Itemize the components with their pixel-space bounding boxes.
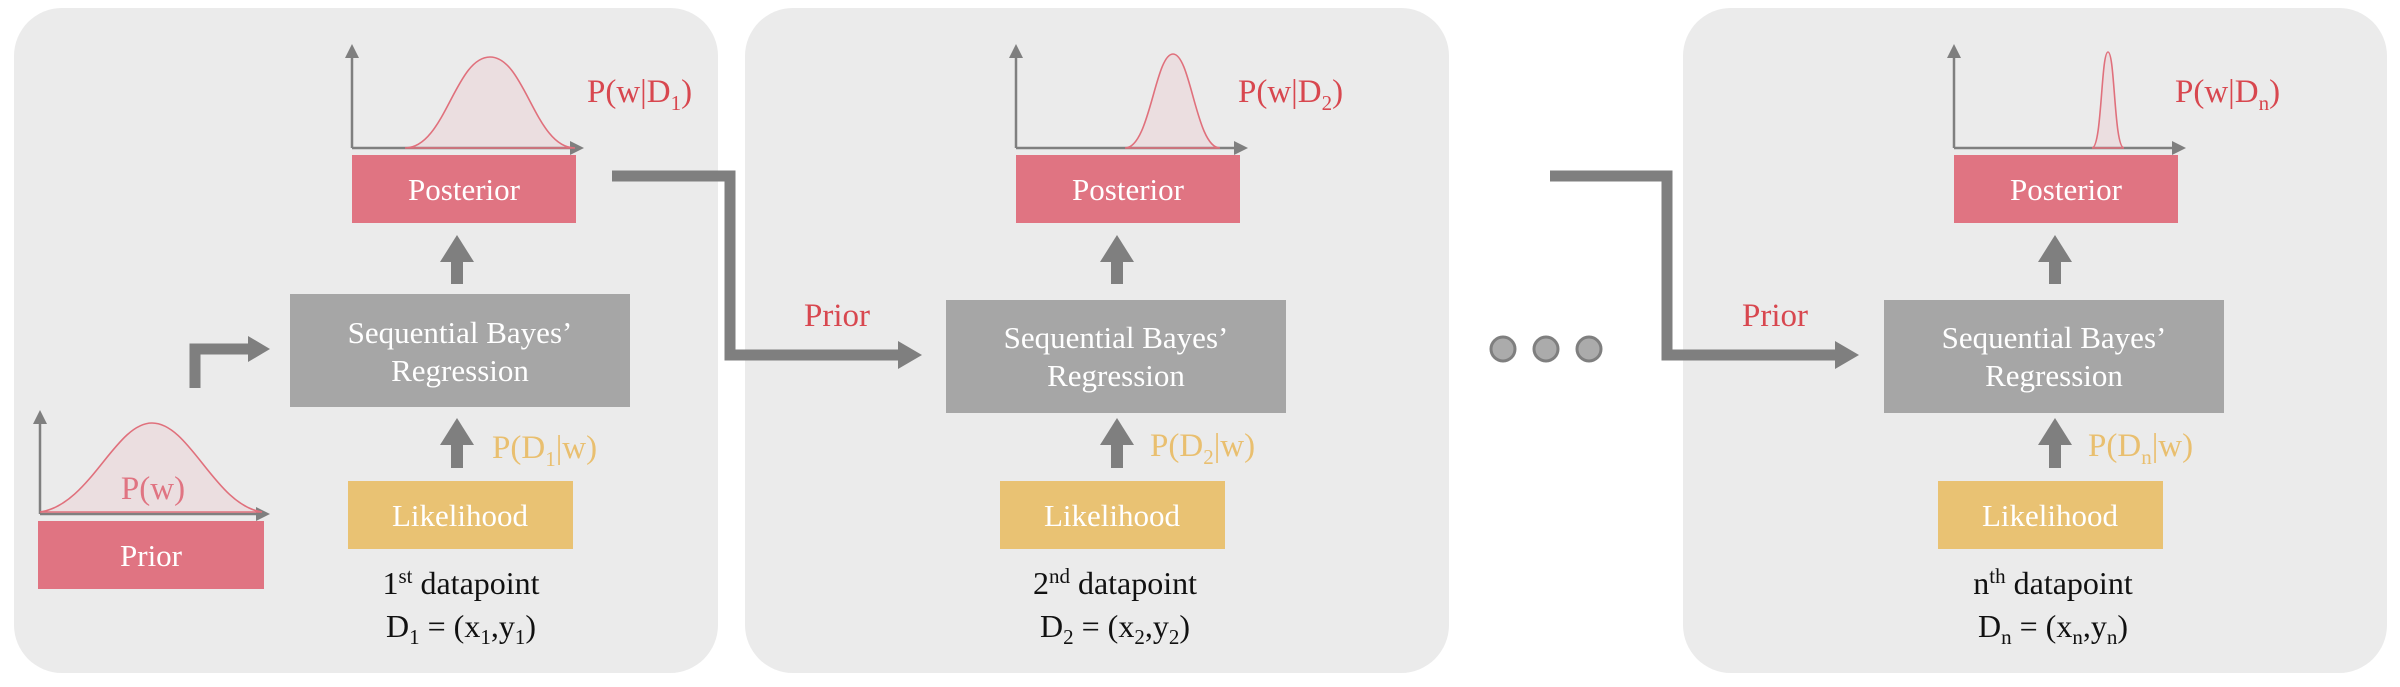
up-arrow-2a <box>1100 235 1134 284</box>
ellipsis-dots <box>1489 335 1603 363</box>
up-arrow-nb <box>2038 418 2072 468</box>
bayes-line2-1: Regression <box>391 353 529 388</box>
posterior-box-label-1: Posterior <box>408 172 521 207</box>
posterior-curve-1 <box>404 56 576 149</box>
datapoint-title-2: 2nd datapoint <box>1033 564 1197 601</box>
prior-curve-1 <box>39 422 263 513</box>
datapoint-formula-n: Dn = (xn,yn) <box>1978 608 2128 649</box>
posterior-box-label-n: Posterior <box>2010 172 2123 207</box>
posterior-box-1 <box>352 155 576 223</box>
posterior-plot-1 <box>345 44 584 155</box>
posterior-label-2: P(w|D2) <box>1238 74 1343 115</box>
posterior-label-1: P(w|D1) <box>587 74 692 115</box>
bayes-line1-2: Sequential Bayes’ <box>1004 320 1229 355</box>
likelihood-box-1 <box>348 481 573 549</box>
datapoint-title-n: nth datapoint <box>1973 564 2133 601</box>
prior-curve-label-1: P(w) <box>121 471 185 507</box>
posterior-to-prior-arrow-1 <box>612 170 922 369</box>
posterior-plot-n <box>1947 44 2186 155</box>
datapoint-title-1: 1st datapoint <box>382 564 539 601</box>
bayes-box-2 <box>946 300 1286 413</box>
prior-box-label-1: Prior <box>120 538 183 573</box>
posterior-plot-2 <box>1009 44 1248 155</box>
likelihood-box-n <box>1938 481 2163 549</box>
bayes-box-1 <box>290 294 630 407</box>
datapoint-formula-1: D1 = (x1,y1) <box>386 608 536 649</box>
posterior-box-n <box>1954 155 2178 223</box>
up-arrow-1a <box>440 235 474 284</box>
posterior-curve-2 <box>1124 53 1221 149</box>
prior-to-bayes-arrow-1 <box>189 336 270 388</box>
up-arrow-1b <box>440 418 474 468</box>
datapoint-formula-2: D2 = (x2,y2) <box>1040 608 1190 649</box>
likelihood-label-1: P(D1|w) <box>492 430 597 471</box>
bayes-line1-n: Sequential Bayes’ <box>1942 320 2167 355</box>
likelihood-box-label-n: Likelihood <box>1982 498 2119 533</box>
bayes-line2-2: Regression <box>1047 358 1185 393</box>
posterior-box-label-2: Posterior <box>1072 172 1185 207</box>
posterior-box-2 <box>1016 155 1240 223</box>
likelihood-label-2: P(D2|w) <box>1150 428 1255 469</box>
bayes-line2-n: Regression <box>1985 358 2123 393</box>
up-arrow-na <box>2038 235 2072 284</box>
posterior-curve-n <box>2091 51 2125 149</box>
prior-arrow-label-2: Prior <box>804 298 870 334</box>
prior-plot-1 <box>33 410 270 521</box>
bayes-line1-1: Sequential Bayes’ <box>348 315 573 350</box>
bayes-box-n <box>1884 300 2224 413</box>
prior-arrow-label-n: Prior <box>1742 298 1808 334</box>
likelihood-box-label-2: Likelihood <box>1044 498 1181 533</box>
prior-box-1 <box>38 521 264 589</box>
likelihood-label-n: P(Dn|w) <box>2088 428 2193 469</box>
likelihood-box-label-1: Likelihood <box>392 498 529 533</box>
likelihood-box-2 <box>1000 481 1225 549</box>
posterior-label-n: P(w|Dn) <box>2175 74 2280 115</box>
up-arrow-2b <box>1100 418 1134 468</box>
posterior-to-prior-arrow-n <box>1550 170 1859 369</box>
